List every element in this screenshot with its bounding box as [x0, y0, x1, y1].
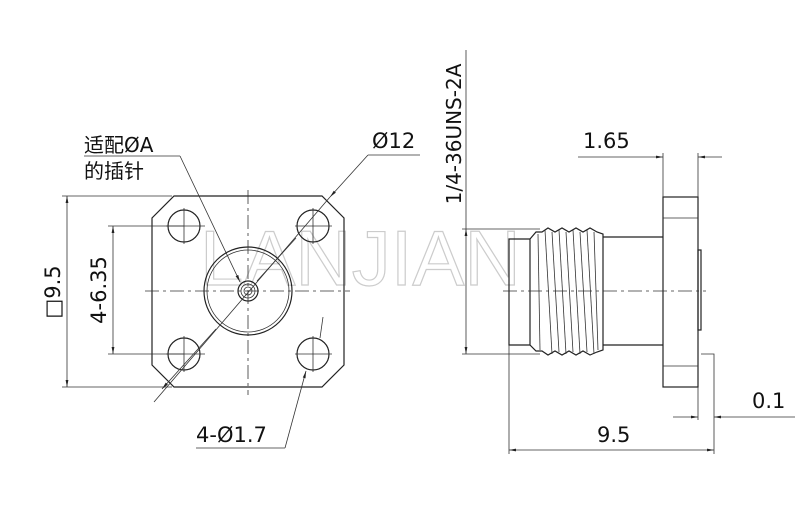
- thread: [529, 227, 604, 356]
- flange: [662, 196, 699, 388]
- front-view: □9.5 4-6.35 适配ØA 的插针 Ø12 4-Ø1.7: [41, 129, 420, 449]
- watermark: LANJIAN: [200, 214, 521, 302]
- side-view: 1/4-36UNS-2A 1.65: [442, 50, 795, 454]
- flange-diameter-label: Ø12: [372, 129, 415, 153]
- overall-length-label: 9.5: [597, 423, 630, 447]
- offset-label: 0.1: [752, 389, 785, 413]
- flange-outline: [151, 195, 345, 388]
- pin-note-line1: 适配ØA: [84, 133, 154, 157]
- body: [603, 236, 663, 346]
- back-plate: [697, 249, 702, 331]
- flange-size-label: □9.5: [41, 265, 65, 318]
- pin-note-line2: 的插针: [84, 159, 144, 183]
- hole-diameter-label: 4-Ø1.7: [196, 423, 267, 447]
- hole-spacing-label: 4-6.35: [87, 256, 111, 324]
- thread-spec-label: 1/4-36UNS-2A: [442, 63, 466, 204]
- flange-thickness-label: 1.65: [583, 129, 630, 153]
- front-cylinder: [508, 238, 530, 346]
